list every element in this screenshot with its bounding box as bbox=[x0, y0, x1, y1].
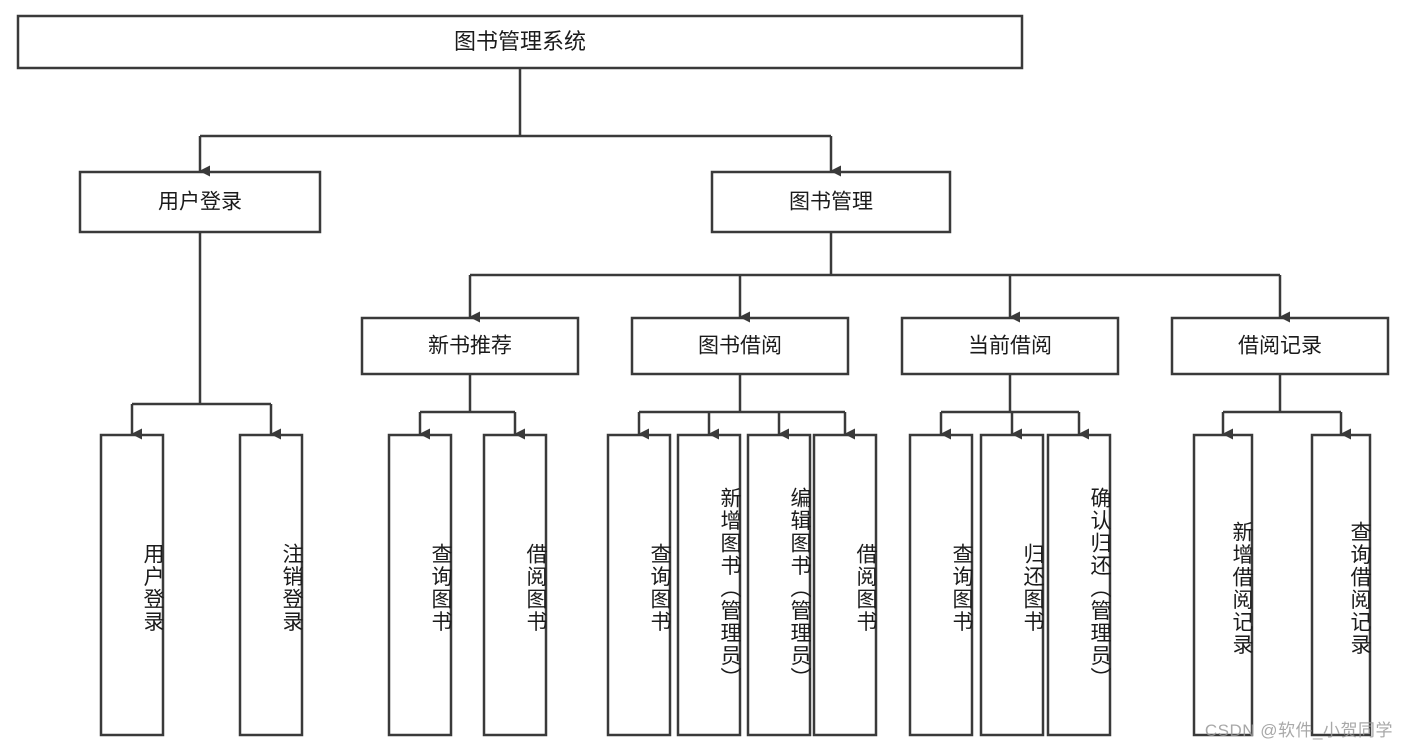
node-level3-label: 新书推荐 bbox=[428, 335, 512, 358]
node-leaf-box[interactable] bbox=[387, 433, 453, 737]
node-leaf-box[interactable] bbox=[1192, 433, 1254, 737]
boxes-layer bbox=[16, 14, 1390, 737]
watermark-text: CSDN @软件_小贺同学 bbox=[1204, 721, 1393, 740]
node-leaf-box[interactable] bbox=[908, 433, 974, 737]
node-leaf-box[interactable] bbox=[606, 433, 672, 737]
node-leaf-box[interactable] bbox=[482, 433, 548, 737]
node-level3-label: 图书借阅 bbox=[698, 335, 782, 358]
node-leaf-box[interactable] bbox=[746, 433, 812, 737]
node-leaf-box[interactable] bbox=[238, 433, 304, 737]
node-level3-box[interactable] bbox=[360, 316, 580, 376]
node-level3-label: 借阅记录 bbox=[1238, 335, 1322, 358]
node-root-box[interactable] bbox=[16, 14, 1024, 70]
connectors-layer bbox=[130, 68, 1352, 440]
node-level2-label: 图书管理 bbox=[789, 191, 873, 214]
node-leaf-box[interactable] bbox=[1310, 433, 1372, 737]
node-leaf-box[interactable] bbox=[979, 433, 1045, 737]
node-level3-box[interactable] bbox=[900, 316, 1120, 376]
node-leaf-box[interactable] bbox=[1046, 433, 1112, 737]
node-leaf-box[interactable] bbox=[99, 433, 165, 737]
node-leaf-box[interactable] bbox=[676, 433, 742, 737]
node-root-label: 图书管理系统 bbox=[454, 29, 586, 54]
node-leaf-box[interactable] bbox=[812, 433, 878, 737]
node-level3-label: 当前借阅 bbox=[968, 335, 1052, 358]
node-level2-label: 用户登录 bbox=[158, 191, 242, 214]
node-level2-box[interactable] bbox=[78, 170, 322, 234]
